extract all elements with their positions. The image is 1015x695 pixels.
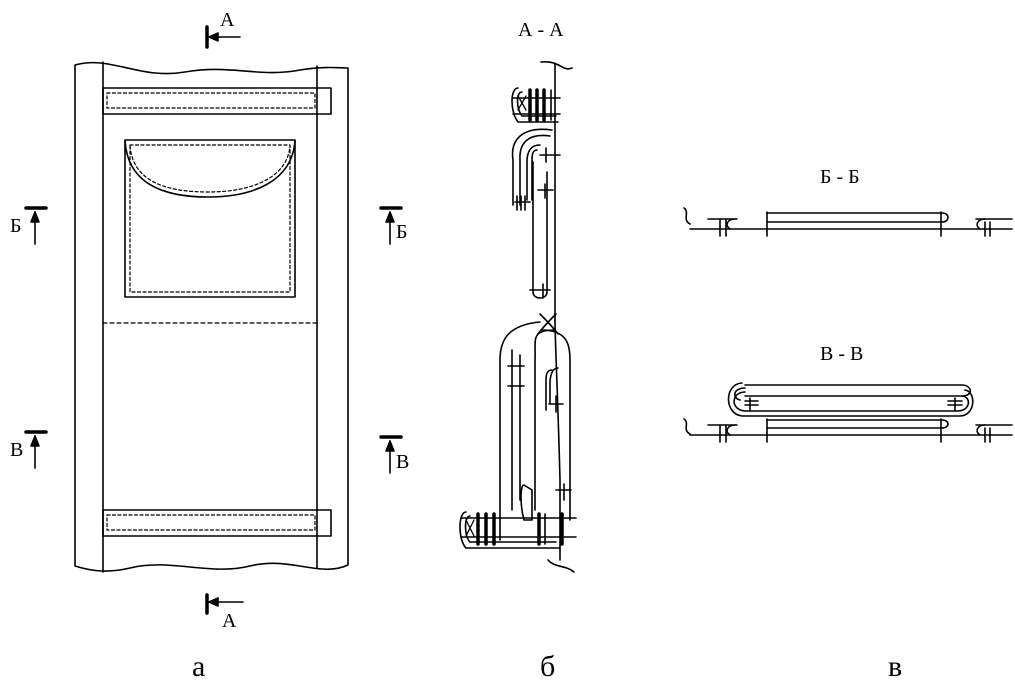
section-title-aa: А - А: [518, 19, 564, 41]
garment-outline: [74, 61, 349, 572]
cut-label-b-left: Б: [10, 215, 22, 237]
bottom-strip-stitch: [106, 514, 316, 531]
panel-b-section-aa: [459, 61, 577, 573]
cut-label-v-left: В: [10, 439, 24, 461]
main-fabric-line: [540, 61, 573, 70]
pocket-flap: [124, 140, 296, 198]
caption-a: а: [192, 650, 206, 683]
cut-label-b-right: Б: [396, 221, 408, 243]
bottom-strip: [102, 509, 332, 537]
panel-v-section-bb: [683, 207, 1013, 237]
cut-label-a-top: А: [220, 9, 235, 31]
pocket-flap-stitch: [129, 145, 291, 193]
panel-a-front-view: [24, 25, 403, 615]
top-strip-stitch: [106, 92, 316, 109]
section-title-bb: Б - Б: [820, 166, 860, 188]
pocket-stitch: [129, 144, 291, 293]
section-title-vv: В - В: [820, 343, 864, 365]
top-strip: [102, 87, 332, 115]
cut-label-v-right: В: [396, 451, 410, 473]
caption-b: б: [540, 650, 556, 683]
cut-label-a-bottom: А: [222, 610, 237, 632]
pocket: [124, 139, 296, 298]
panel-v-section-vv: [683, 382, 1013, 443]
caption-v: в: [888, 650, 903, 683]
